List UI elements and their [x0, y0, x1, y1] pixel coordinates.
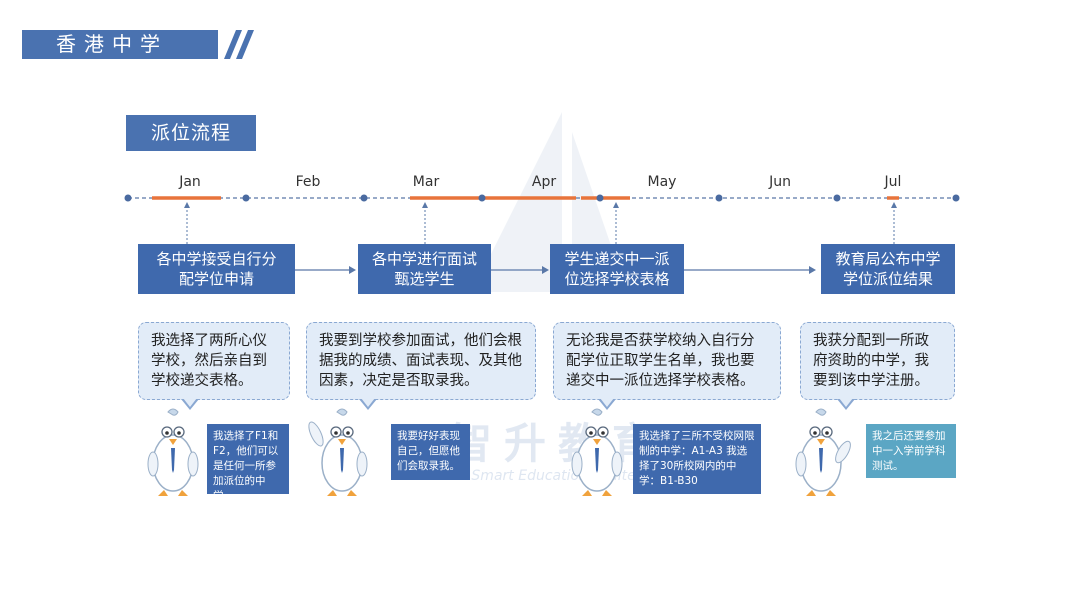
speech-bubble-3: 无论我是否获学校纳入自行分配学位正取学生名单，我也要递交中一派位选择学校表格。	[553, 322, 781, 410]
month-jun: Jun	[769, 174, 791, 190]
step-label-2: 各中学进行面试甄选学生	[372, 250, 478, 288]
timeline-dots	[124, 194, 960, 202]
bird-mascot-icon	[795, 408, 851, 496]
bubble-text-3: 无论我是否获学校纳入自行分配学位正取学生名单，我也要递交中一派位选择学校表格。	[566, 333, 755, 389]
section-title: 派位流程	[126, 115, 256, 151]
step-label-4: 教育局公布中学学位派位结果	[835, 250, 941, 288]
note-card-3: 我选择了三所不受校网限制的中学：A1-A3 我选择了30所校网内的中学：B1-B…	[633, 424, 761, 494]
note-card-4: 我之后还要参加中一入学前学科测试。	[866, 424, 956, 478]
speech-bubble-2: 我要到学校参加面试，他们会根据我的成绩、面试表现、及其他因素，决定是否取录我。	[306, 322, 536, 410]
month-feb: Feb	[295, 174, 321, 190]
month-may: May	[647, 174, 677, 190]
month-mar: Mar	[412, 174, 440, 190]
month-apr: Apr	[531, 174, 557, 190]
bird-mascot-waving-icon	[308, 408, 368, 496]
bird-mascot-icon	[147, 408, 199, 496]
bubble-text-2: 我要到学校参加面试，他们会根据我的成绩、面试表现、及其他因素，决定是否取录我。	[319, 333, 522, 389]
bubble-text-4: 我获分配到一所政府资助的中学，我要到该中学注册。	[813, 333, 929, 389]
step-box-1: 各中学接受自行分配学位申请	[138, 244, 295, 294]
step-box-2: 各中学进行面试甄选学生	[358, 244, 491, 294]
header-banner: 香港中学	[22, 30, 218, 59]
banner-stripes-decoration	[224, 30, 254, 59]
month-jul: Jul	[884, 174, 902, 190]
speech-bubble-4: 我获分配到一所政府资助的中学，我要到该中学注册。	[800, 322, 955, 410]
step-box-3: 学生递交中一派位选择学校表格	[550, 244, 684, 294]
step-label-1: 各中学接受自行分配学位申请	[156, 250, 277, 288]
speech-bubble-1: 我选择了两所心仪学校，然后亲自到学校递交表格。	[138, 322, 290, 410]
bird-mascot-icon	[571, 408, 623, 496]
bubble-text-1: 我选择了两所心仪学校，然后亲自到学校递交表格。	[151, 333, 267, 389]
step-box-4: 教育局公布中学学位派位结果	[821, 244, 955, 294]
note-card-2: 我要好好表现自己，但愿他们会取录我。	[391, 424, 470, 480]
month-jan: Jan	[179, 174, 201, 190]
note-card-1: 我选择了F1和F2，他们可以是任何一所参加派位的中学。	[207, 424, 289, 502]
step-label-3: 学生递交中一派位选择学校表格	[564, 250, 670, 288]
